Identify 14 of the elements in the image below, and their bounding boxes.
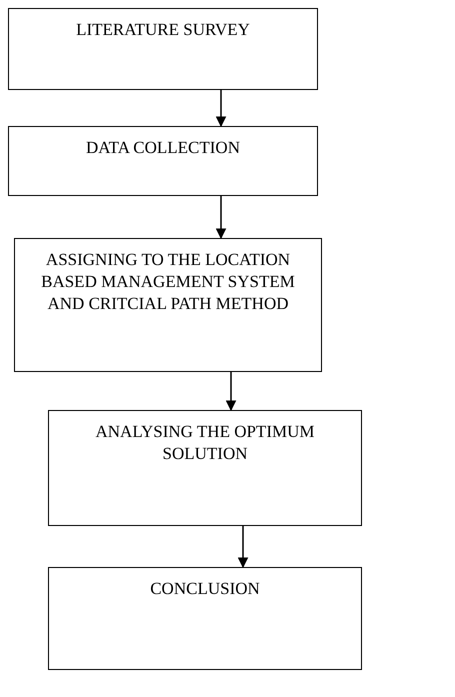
process-box: [14, 238, 322, 372]
process-box: [8, 126, 318, 196]
arrow: [226, 372, 236, 412]
box-label: CONCLUSION: [150, 578, 260, 600]
arrow: [238, 526, 248, 568]
process-box: [48, 567, 362, 670]
arrow: [216, 196, 226, 240]
box-label: DATA COLLECTION: [86, 137, 240, 159]
box-label: ASSIGNING TO THE LOCATION BASED MANAGEMENT SYSTEM AND CRITCIAL PATH METHOD: [40, 249, 296, 315]
box-label: ANALYSING THE OPTIMUM SOLUTION: [94, 421, 316, 465]
box-label: LITERATURE SURVEY: [76, 19, 250, 41]
arrow: [216, 90, 226, 128]
process-box: [48, 410, 362, 526]
process-box: [8, 8, 318, 90]
